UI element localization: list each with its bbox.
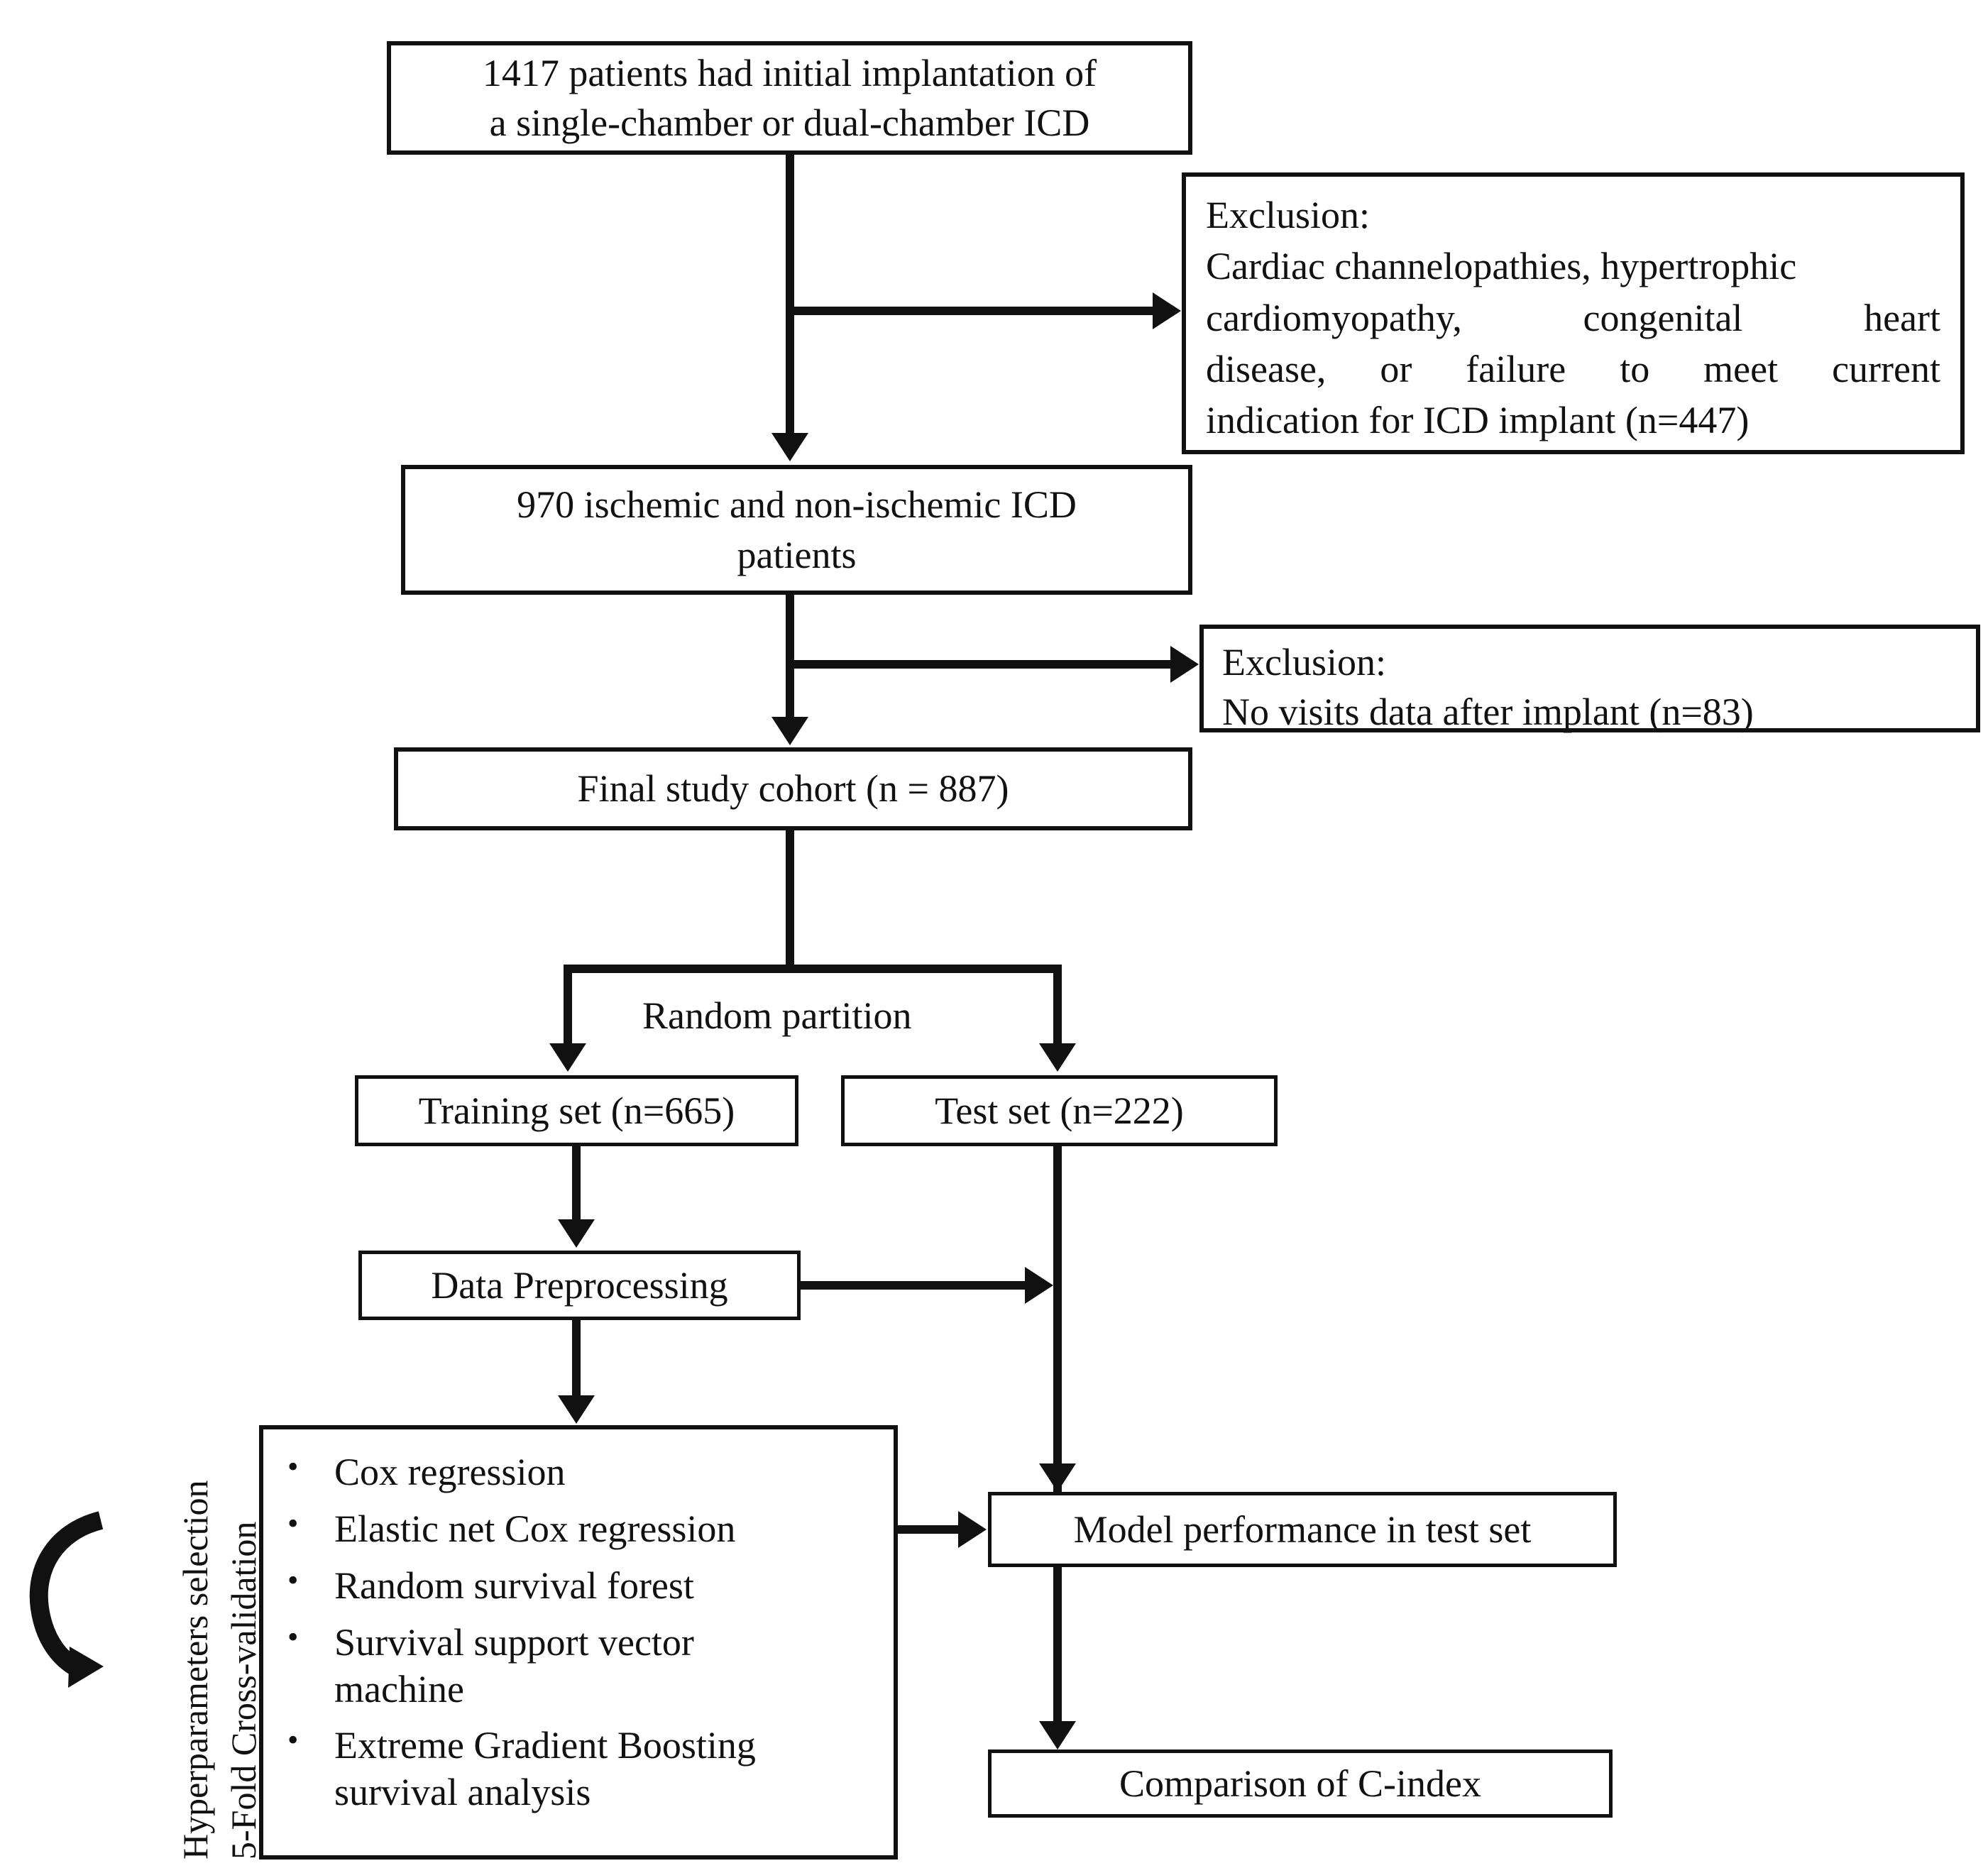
curved-cycle-arrow-icon — [14, 1476, 142, 1689]
label-cross-validation: 5-Fold Cross-validation — [224, 1521, 263, 1860]
node-exclusion-1-heading: Exclusion: — [1206, 194, 1370, 236]
connector-training-to-preprocessing — [572, 1146, 581, 1223]
node-exclusion-1: Exclusion: Cardiac channelopathies, hype… — [1182, 172, 1965, 454]
connector-preprocessing-to-models — [572, 1320, 581, 1398]
arrowhead-to-preprocessing — [558, 1219, 595, 1248]
node-exclusion-2: Exclusion: No visits data after implant … — [1199, 625, 1980, 733]
connector-initial-to-970 — [786, 155, 794, 435]
node-model-performance: Model performance in test set — [988, 1492, 1617, 1567]
node-training-set-label: Training set (n=665) — [418, 1089, 735, 1132]
arrowhead-to-comparison — [1039, 1721, 1076, 1750]
node-cohort-initial-line2: a single-chamber or dual-chamber ICD — [489, 101, 1090, 144]
arrowhead-to-exclusion-2 — [1170, 646, 1199, 683]
arrowhead-initial-to-970 — [771, 433, 808, 461]
connector-final-to-split — [786, 830, 794, 969]
connector-performance-to-comparison — [1053, 1567, 1062, 1725]
node-cohort-initial-line1: 1417 patients had initial implantation o… — [482, 51, 1097, 94]
node-comparison: Comparison of C-index — [988, 1750, 1613, 1818]
node-test-set: Test set (n=222) — [841, 1075, 1278, 1146]
node-exclusion-2-heading: Exclusion: — [1222, 641, 1386, 683]
arrowhead-970-to-final — [771, 717, 808, 745]
connector-split-bar — [564, 965, 1062, 973]
list-item: Extreme Gradient Boosting survival analy… — [276, 1720, 817, 1816]
node-models: Cox regression Elastic net Cox regressio… — [259, 1425, 898, 1860]
node-data-preprocessing: Data Preprocessing — [358, 1251, 801, 1320]
node-test-set-label: Test set (n=222) — [935, 1089, 1184, 1132]
connector-970-to-final — [786, 595, 794, 721]
list-item: Elastic net Cox regression — [276, 1503, 881, 1553]
label-random-partition: Random partition — [642, 994, 912, 1037]
node-final-cohort-label: Final study cohort (n = 887) — [577, 767, 1009, 811]
list-item: Random survival forest — [276, 1560, 881, 1610]
arrowhead-to-training-set — [549, 1043, 586, 1072]
node-exclusion-1-line4: indication for ICD implant (n=447) — [1206, 399, 1750, 442]
connector-to-exclusion-2 — [790, 660, 1173, 669]
node-cohort-initial: 1417 patients had initial implantation o… — [387, 41, 1192, 155]
list-item: Cox regression — [276, 1446, 881, 1496]
node-model-performance-label: Model performance in test set — [1073, 1507, 1532, 1551]
connector-models-to-performance — [898, 1525, 962, 1534]
node-exclusion-2-body: No visits data after implant (n=83) — [1222, 691, 1754, 734]
node-data-preprocessing-label: Data Preprocessing — [431, 1263, 728, 1307]
node-cohort-970: 970 ischemic and non-ischemic ICD patien… — [401, 465, 1192, 595]
node-comparison-label: Comparison of C-index — [1119, 1762, 1481, 1805]
node-cohort-970-line2: patients — [737, 533, 857, 576]
arrowhead-test-to-performance — [1039, 1463, 1076, 1492]
node-cohort-970-line1: 970 ischemic and non-ischemic ICD — [517, 483, 1077, 527]
node-final-cohort: Final study cohort (n = 887) — [394, 747, 1192, 830]
node-exclusion-1-line1: Cardiac channelopathies, hypertrophic — [1206, 245, 1797, 288]
connector-test-to-performance — [1053, 1146, 1062, 1492]
arrowhead-to-models — [558, 1395, 595, 1424]
node-training-set: Training set (n=665) — [355, 1075, 798, 1146]
list-item: Survival support vector machine — [276, 1617, 760, 1713]
label-hyperparameters-selection: Hyperparameters selection — [175, 1480, 215, 1860]
connector-split-left — [564, 965, 572, 1046]
models-list: Cox regression Elastic net Cox regressio… — [276, 1446, 881, 1816]
arrowhead-to-exclusion-1 — [1153, 292, 1181, 329]
arrowhead-to-test-set — [1039, 1043, 1076, 1072]
connector-preprocessing-to-testcolumn — [801, 1281, 1028, 1290]
arrowhead-models-to-performance — [958, 1511, 987, 1548]
arrowhead-preprocessing-to-testcolumn — [1025, 1267, 1053, 1304]
connector-split-right — [1053, 965, 1062, 1046]
connector-to-exclusion-1 — [790, 307, 1155, 315]
